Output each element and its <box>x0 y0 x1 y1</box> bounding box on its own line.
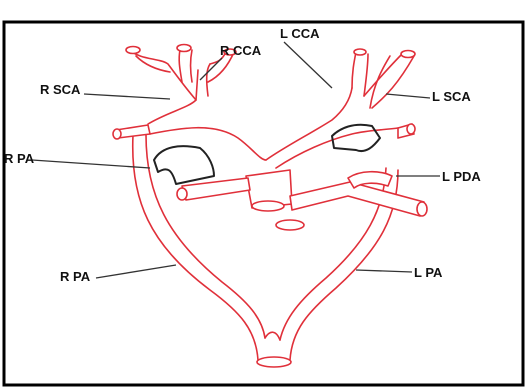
central-vessel-opening <box>252 201 284 211</box>
leader-l-cca <box>284 42 332 88</box>
leader-l-sca <box>386 94 430 98</box>
leader-r-pa-lower <box>96 265 176 278</box>
leader-r-sca <box>84 94 170 99</box>
lower-vessel-heart <box>133 135 398 367</box>
inferior-vessel-opening <box>257 357 291 367</box>
leader-l-pa <box>356 270 412 272</box>
leader-r-cca <box>200 58 222 80</box>
label-r-pa-lower: R PA <box>60 269 91 284</box>
label-l-pda: L PDA <box>442 169 481 184</box>
label-l-pa: L PA <box>414 265 443 280</box>
pulmonary-trunk <box>177 170 427 230</box>
leader-r-pa-upper <box>32 160 150 168</box>
label-r-pa-upper: R PA <box>4 151 35 166</box>
aortic-arch-branches <box>113 45 415 169</box>
label-l-sca: L SCA <box>432 89 471 104</box>
label-l-cca: L CCA <box>280 26 320 41</box>
right-ring-segment <box>154 146 214 184</box>
label-r-cca: R CCA <box>220 43 262 58</box>
label-r-sca: R SCA <box>40 82 81 97</box>
